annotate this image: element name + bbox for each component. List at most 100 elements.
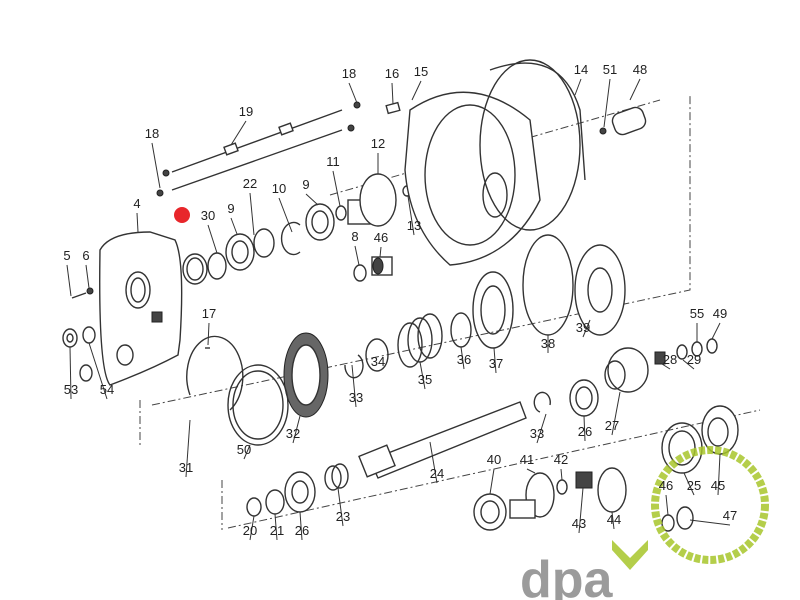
leader-line bbox=[582, 319, 591, 338]
leader-line bbox=[379, 246, 382, 258]
leader-line bbox=[683, 472, 695, 496]
part-label-49: 49 bbox=[713, 306, 727, 321]
part-label-4: 4 bbox=[133, 196, 140, 211]
part-label-40: 40 bbox=[487, 452, 501, 467]
part-label-19: 19 bbox=[239, 104, 253, 119]
shaft-24 bbox=[358, 401, 527, 479]
part-label-38: 38 bbox=[541, 336, 555, 351]
part-label-55: 55 bbox=[690, 306, 704, 321]
leader-line bbox=[207, 224, 218, 254]
part-label-20: 20 bbox=[243, 523, 257, 538]
small-parts-left bbox=[62, 287, 210, 382]
leader-line bbox=[274, 513, 278, 541]
part-label-33: 33 bbox=[349, 390, 363, 405]
leader-line bbox=[717, 453, 721, 496]
part-label-41: 41 bbox=[520, 452, 534, 467]
leader-line bbox=[489, 468, 495, 495]
leader-line bbox=[292, 415, 301, 444]
lower-row-parts bbox=[246, 405, 739, 532]
leader-line bbox=[603, 78, 611, 128]
part-label-47: 47 bbox=[723, 508, 737, 523]
part-label-44: 44 bbox=[607, 512, 621, 527]
leader-line bbox=[661, 363, 671, 370]
part-label-25: 25 bbox=[687, 478, 701, 493]
part-label-43: 43 bbox=[572, 516, 586, 531]
part-label-15: 15 bbox=[414, 64, 428, 79]
part-label-37: 37 bbox=[489, 356, 503, 371]
leader-line bbox=[136, 212, 139, 233]
part-label-26: 26 bbox=[295, 523, 309, 538]
leader-line bbox=[354, 245, 360, 266]
leader-line bbox=[611, 391, 621, 436]
part-label-32: 32 bbox=[286, 426, 300, 441]
part-label-34: 34 bbox=[371, 354, 385, 369]
upper-row-rings bbox=[182, 101, 412, 285]
leader-line bbox=[429, 441, 438, 484]
hose-assembly-19 bbox=[156, 101, 361, 197]
leader-line bbox=[230, 217, 238, 235]
part-label-6: 6 bbox=[82, 248, 89, 263]
part-label-8: 8 bbox=[351, 229, 358, 244]
leader-line bbox=[574, 78, 582, 96]
leader-line bbox=[299, 511, 303, 541]
leader-line bbox=[207, 322, 210, 346]
part-label-45: 45 bbox=[711, 478, 725, 493]
leader-line bbox=[536, 413, 547, 444]
leader-line bbox=[332, 170, 341, 207]
part-label-30: 30 bbox=[201, 208, 215, 223]
leader-line bbox=[629, 78, 641, 101]
part-label-33: 33 bbox=[530, 426, 544, 441]
part-label-9: 9 bbox=[302, 177, 309, 192]
leader-line bbox=[711, 322, 721, 340]
part-label-17: 17 bbox=[202, 306, 216, 321]
housing-15 bbox=[404, 91, 541, 266]
part-label-23: 23 bbox=[336, 509, 350, 524]
leader-line bbox=[151, 142, 161, 189]
part-label-28: 28 bbox=[663, 352, 677, 367]
leader-line bbox=[249, 192, 255, 236]
leader-line bbox=[66, 264, 72, 297]
part-label-5: 5 bbox=[63, 248, 70, 263]
leader-line bbox=[85, 264, 90, 289]
part-label-51: 51 bbox=[603, 62, 617, 77]
leader-line bbox=[69, 346, 72, 400]
leader-line bbox=[583, 415, 586, 442]
part-label-35: 35 bbox=[418, 372, 432, 387]
part-label-22: 22 bbox=[243, 176, 257, 191]
leader-line bbox=[578, 487, 584, 534]
part-label-10: 10 bbox=[272, 181, 286, 196]
part-label-13: 13 bbox=[407, 218, 421, 233]
leader-line bbox=[407, 195, 415, 236]
leader-line bbox=[230, 120, 247, 146]
leader-line bbox=[411, 80, 422, 101]
part-label-27: 27 bbox=[605, 418, 619, 433]
part-label-29: 29 bbox=[687, 352, 701, 367]
cover-plate-4 bbox=[99, 231, 183, 386]
drum-14 bbox=[479, 59, 647, 231]
leader-line bbox=[351, 364, 357, 408]
leader-line bbox=[665, 494, 669, 516]
part-label-50: 50 bbox=[237, 442, 251, 457]
part-label-11: 11 bbox=[326, 154, 340, 169]
leader-line bbox=[682, 359, 695, 370]
leader-line bbox=[305, 193, 319, 206]
leader-line bbox=[493, 347, 497, 374]
part-label-54: 54 bbox=[100, 382, 114, 397]
leader-line bbox=[243, 444, 251, 460]
part-label-46: 46 bbox=[659, 478, 673, 493]
part-label-21: 21 bbox=[270, 523, 284, 538]
part-label-26: 26 bbox=[578, 424, 592, 439]
leader-line bbox=[348, 82, 358, 104]
leader-line bbox=[185, 419, 191, 478]
part-label-14: 14 bbox=[574, 62, 588, 77]
part-label-39: 39 bbox=[576, 320, 590, 335]
leader-line bbox=[419, 361, 426, 390]
leader-line bbox=[460, 346, 465, 370]
leader-line bbox=[611, 511, 615, 530]
leader-line bbox=[689, 519, 731, 526]
leader-line bbox=[337, 487, 344, 527]
part-label-53: 53 bbox=[64, 382, 78, 397]
leader-line bbox=[526, 468, 536, 474]
